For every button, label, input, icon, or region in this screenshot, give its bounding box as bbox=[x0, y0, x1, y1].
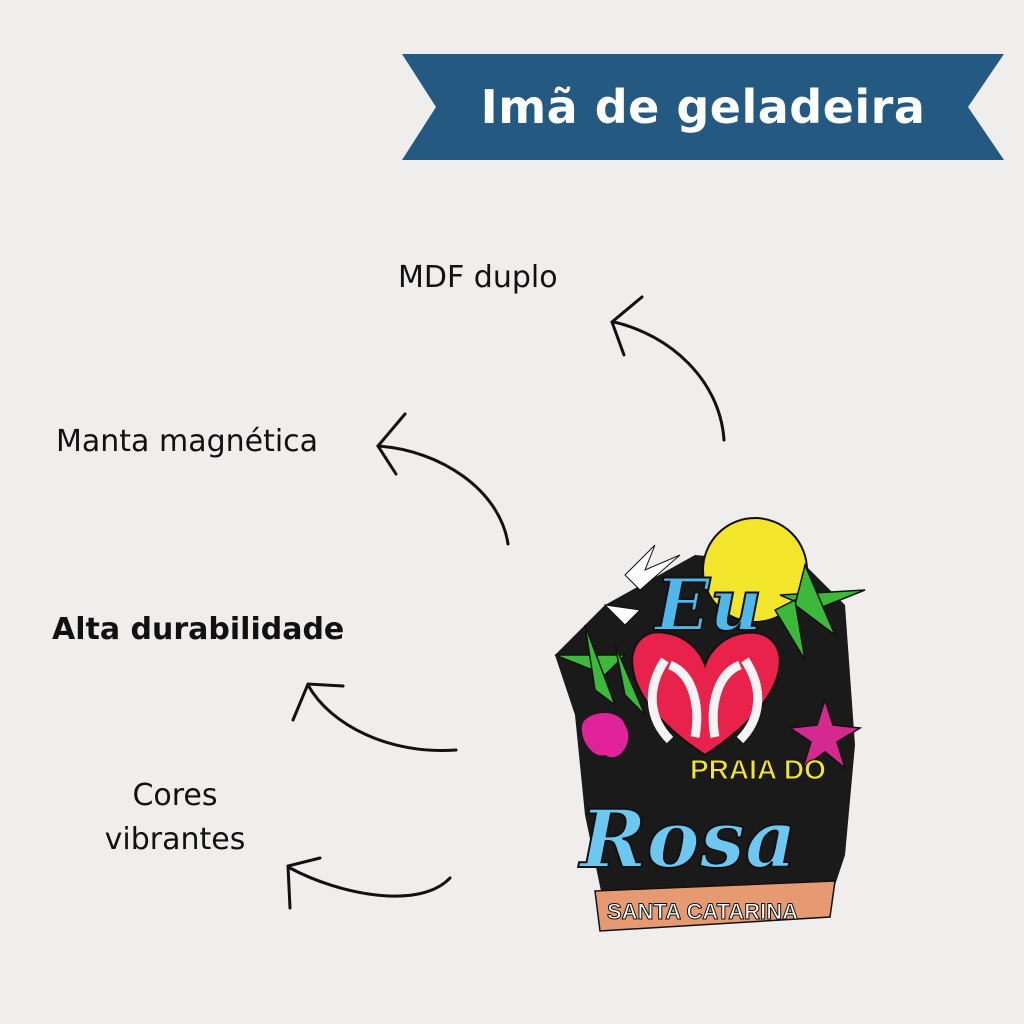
title-banner: Imã de geladeira bbox=[402, 54, 1004, 160]
magnet-place-line1: PRAIA DO bbox=[690, 754, 826, 785]
magnet-state: SANTA CATARINA bbox=[607, 899, 798, 924]
ribbon-shape bbox=[402, 54, 1004, 160]
seagull-icon bbox=[603, 544, 681, 626]
magnet-word-eu: Eu bbox=[653, 562, 762, 647]
wood-plank bbox=[594, 880, 836, 932]
feature-colors-line2: vibrantes bbox=[104, 822, 246, 857]
feature-colors-line1: Cores bbox=[132, 778, 218, 813]
magnet-illustration: Eu PRAIA DO Rosa SANTA CATARINA bbox=[554, 517, 866, 932]
palm-tree-icon bbox=[554, 562, 866, 716]
feature-colors: Cores vibrantes bbox=[100, 774, 250, 862]
arrow-icon-durability bbox=[291, 682, 458, 753]
banner-title: Imã de geladeira bbox=[480, 80, 926, 134]
feature-mdf: MDF duplo bbox=[398, 260, 558, 295]
arrow-icon-mdf bbox=[610, 295, 726, 442]
feature-magnetic: Manta magnética bbox=[56, 424, 319, 459]
feature-durability: Alta durabilidade bbox=[52, 612, 345, 647]
flip-flops-icon bbox=[647, 657, 763, 744]
starfish-icon bbox=[787, 697, 863, 771]
arrow-icon-magnetic bbox=[376, 412, 510, 546]
magnet-place-line2: Rosa bbox=[578, 792, 797, 886]
hibiscus-icon bbox=[581, 713, 629, 758]
arrow-icon-colors bbox=[286, 856, 452, 910]
product-magnet: Eu PRAIA DO Rosa SANTA CATARINA bbox=[545, 515, 875, 939]
